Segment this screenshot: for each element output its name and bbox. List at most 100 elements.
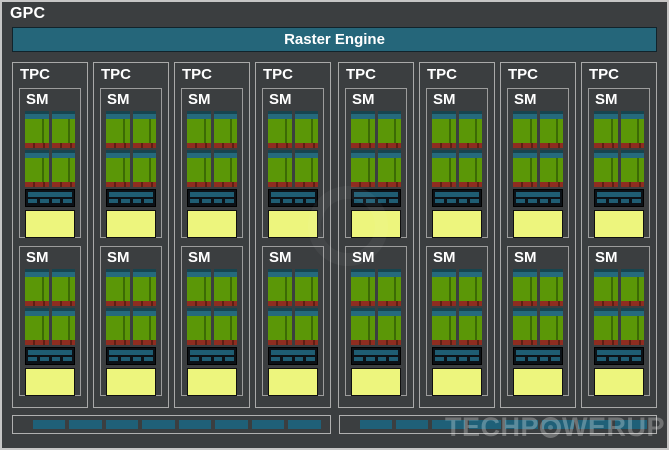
core-block-main: [132, 316, 149, 340]
tex-cache-box: [513, 189, 563, 207]
tex-unit-dash: [516, 199, 525, 203]
sm-core-row: [187, 111, 237, 148]
core-block-side: [313, 277, 318, 301]
sm-processing-unit: [51, 150, 75, 187]
sm-processing-unit: [432, 111, 456, 148]
core-block: [268, 316, 292, 340]
core-block: [594, 158, 618, 182]
core-block-side: [70, 158, 75, 182]
core-block-side: [639, 277, 644, 301]
core-block-main: [51, 277, 68, 301]
l1-cache-block: [187, 368, 237, 396]
sm-block: SM: [345, 88, 407, 238]
warp-scheduler-bar: [187, 150, 211, 158]
warp-scheduler-bar: [513, 269, 537, 277]
load-store-bar: [268, 301, 292, 306]
engine-segment: [33, 420, 66, 429]
load-store-bar: [294, 182, 318, 187]
sm-core-row: [594, 308, 644, 345]
tex-unit-row: [190, 357, 234, 361]
sm-core-row: [25, 111, 75, 148]
core-block-side: [639, 158, 644, 182]
tex-unit-row: [109, 199, 153, 203]
core-block-main: [539, 158, 556, 182]
tex-cache-bar: [28, 192, 72, 197]
sm-core-row: [432, 150, 482, 187]
core-block: [620, 119, 644, 143]
sm-processing-unit: [594, 111, 618, 148]
tex-unit-dash: [282, 357, 292, 361]
warp-scheduler-bar: [106, 269, 130, 277]
load-store-bar: [106, 301, 130, 306]
sm-processing-unit: [25, 111, 49, 148]
core-block-main: [132, 158, 149, 182]
sm-core-row: [106, 269, 156, 306]
core-block: [187, 158, 211, 182]
core-block-side: [151, 316, 156, 340]
engine-segment: [105, 420, 139, 429]
sm-core-row: [268, 269, 318, 306]
load-store-bar: [594, 340, 618, 345]
engine-segment: [69, 420, 102, 429]
tex-unit-dash: [539, 199, 549, 203]
core-block-main: [187, 277, 204, 301]
load-store-bar: [351, 182, 375, 187]
tex-unit-dash: [213, 357, 223, 361]
core-block: [25, 119, 49, 143]
core-block: [594, 277, 618, 301]
core-block-main: [106, 316, 123, 340]
core-block-main: [213, 277, 230, 301]
core-block: [458, 316, 482, 340]
sm-processing-unit: [268, 150, 292, 187]
core-block: [432, 277, 456, 301]
warp-scheduler-bar: [377, 308, 401, 316]
tex-cache-box: [187, 347, 237, 365]
core-block: [513, 277, 537, 301]
sm-processing-unit: [106, 150, 130, 187]
core-block: [539, 158, 563, 182]
core-block-side: [396, 158, 401, 182]
sm-block: SM: [19, 246, 81, 396]
sm-processing-unit: [132, 269, 156, 306]
tex-unit-row: [435, 357, 479, 361]
core-block-side: [639, 316, 644, 340]
sm-core-row: [351, 111, 401, 148]
core-block-side: [232, 158, 237, 182]
tex-cache-bar: [354, 192, 398, 197]
core-block-side: [369, 316, 375, 340]
core-block-main: [594, 277, 611, 301]
tex-unit-dash: [39, 199, 49, 203]
tex-unit-dash: [470, 357, 479, 361]
tex-unit-dash: [377, 357, 387, 361]
tex-cache-box: [25, 347, 75, 365]
tex-cache-bar: [516, 192, 560, 197]
core-block: [351, 277, 375, 301]
warp-scheduler-bar: [432, 269, 456, 277]
core-block-side: [286, 158, 292, 182]
core-block-main: [294, 316, 311, 340]
tex-cache-bar: [271, 192, 315, 197]
tex-unit-dash: [306, 199, 315, 203]
sm-title: SM: [26, 91, 49, 108]
sm-processing-unit: [268, 308, 292, 345]
sm-block: SM: [181, 88, 243, 238]
core-block: [25, 277, 49, 301]
core-block-side: [396, 277, 401, 301]
core-block-main: [268, 316, 285, 340]
tex-unit-dash: [435, 357, 444, 361]
load-store-bar: [377, 301, 401, 306]
load-store-bar: [377, 143, 401, 148]
core-block: [377, 119, 401, 143]
sm-core-row: [25, 269, 75, 306]
warp-scheduler-bar: [539, 269, 563, 277]
core-block-side: [531, 119, 537, 143]
core-block: [51, 277, 75, 301]
sm-block: SM: [588, 88, 650, 238]
sm-core-row: [25, 150, 75, 187]
load-store-bar: [432, 143, 456, 148]
sm-processing-unit: [268, 269, 292, 306]
sm-processing-unit: [25, 150, 49, 187]
warp-scheduler-bar: [620, 150, 644, 158]
tex-unit-row: [271, 199, 315, 203]
sm-processing-unit: [25, 269, 49, 306]
